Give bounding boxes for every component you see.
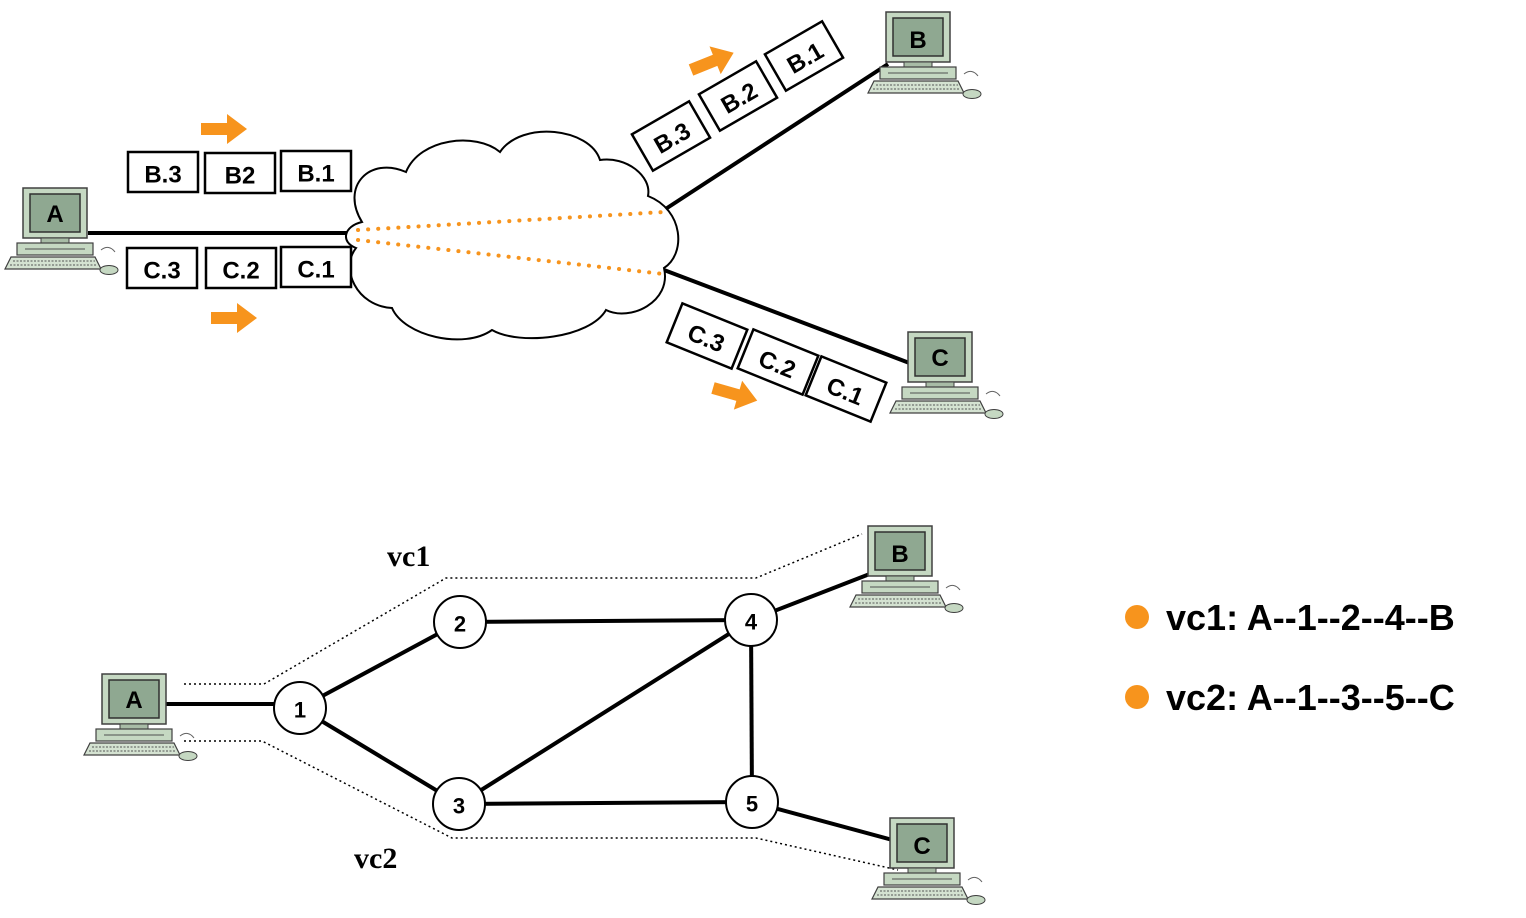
edge-1-3 (298, 706, 461, 806)
vc2-label: vc2 (354, 842, 397, 875)
direction-arrow-to-c (708, 373, 762, 416)
host-c-top: C (889, 331, 1004, 420)
legend-bullet (1125, 685, 1149, 709)
link-cloud-b (662, 62, 890, 212)
legend: vc1: A--1--2--4--B vc2: A--1--3--5--C (1125, 597, 1455, 718)
svg-text:B.3: B.3 (144, 162, 181, 189)
edge-3-5 (458, 800, 753, 806)
packet: B.3 (630, 99, 712, 173)
host-b-bottom-label: B (891, 541, 908, 568)
top-diagram: A B C B.3 B2 B.1 (4, 11, 1004, 424)
packet: C.3 (665, 301, 749, 371)
svg-text:C.1: C.1 (297, 257, 334, 284)
direction-arrow-lower-a (211, 303, 257, 333)
host-b-top: B (867, 11, 982, 100)
host-b-bottom: B (849, 525, 964, 614)
edge-1-2 (299, 620, 461, 710)
vc1-label: vc1 (387, 540, 430, 573)
packet: C.1 (279, 245, 353, 289)
vc2-outline (184, 740, 899, 871)
packet: C.3 (125, 246, 199, 290)
edge-2-4 (459, 618, 752, 624)
legend-item-vc1: vc1: A--1--2--4--B (1125, 597, 1455, 638)
legend-item-label: vc1: A--1--2--4--B (1166, 597, 1455, 638)
packet-row-a-lower: C.3 C.2 C.1 (125, 245, 353, 290)
link-cloud-c (663, 268, 913, 366)
svg-text:2: 2 (454, 612, 466, 637)
packet-row-a-upper: B.3 B2 B.1 (126, 149, 353, 195)
packet: B.1 (763, 19, 845, 93)
host-c-top-label: C (931, 345, 948, 372)
packet: B.1 (279, 149, 353, 193)
packet-row-to-c: C.3 C.2 C.1 (665, 301, 888, 424)
svg-text:B.1: B.1 (297, 161, 334, 188)
router-node-1: 1 (273, 681, 327, 735)
legend-bullet (1125, 605, 1149, 629)
router-node-2: 2 (433, 595, 487, 649)
packet: C.1 (804, 354, 888, 424)
bottom-diagram: 1 2 3 4 5 A B C vc (83, 525, 986, 906)
vc1-dotted-path (356, 210, 666, 232)
svg-text:C.3: C.3 (143, 258, 180, 285)
packet-row-to-b: B.3 B.2 B.1 (630, 19, 845, 173)
packet: B.2 (697, 59, 779, 133)
direction-arrow-upper-a (201, 114, 247, 144)
svg-text:5: 5 (746, 792, 758, 817)
svg-text:C.2: C.2 (222, 258, 259, 285)
svg-text:1: 1 (294, 698, 306, 723)
packet: C.2 (204, 246, 278, 290)
router-node-4: 4 (724, 593, 778, 647)
host-b-top-label: B (909, 27, 926, 54)
packet: C.2 (736, 327, 820, 397)
packet: B.3 (126, 150, 200, 194)
edge-4-5 (749, 619, 754, 803)
edge-3-4 (457, 618, 753, 806)
host-c-bottom-label: C (913, 833, 930, 860)
legend-item-vc2: vc2: A--1--3--5--C (1125, 677, 1455, 718)
router-node-3: 3 (432, 777, 486, 831)
vc1-outline (184, 533, 863, 685)
router-node-5: 5 (725, 775, 779, 829)
vc2-dotted-path (356, 238, 666, 276)
packet: B2 (203, 151, 277, 195)
svg-text:3: 3 (453, 794, 465, 819)
svg-text:4: 4 (745, 610, 758, 635)
legend-item-label: vc2: A--1--3--5--C (1166, 677, 1455, 718)
host-a-top: A (4, 187, 119, 276)
host-a-bottom: A (83, 673, 198, 762)
svg-text:B2: B2 (225, 163, 256, 190)
host-a-bottom-label: A (125, 687, 142, 714)
host-a-top-label: A (46, 201, 63, 228)
host-c-bottom: C (871, 817, 986, 906)
network-cloud (345, 130, 680, 341)
